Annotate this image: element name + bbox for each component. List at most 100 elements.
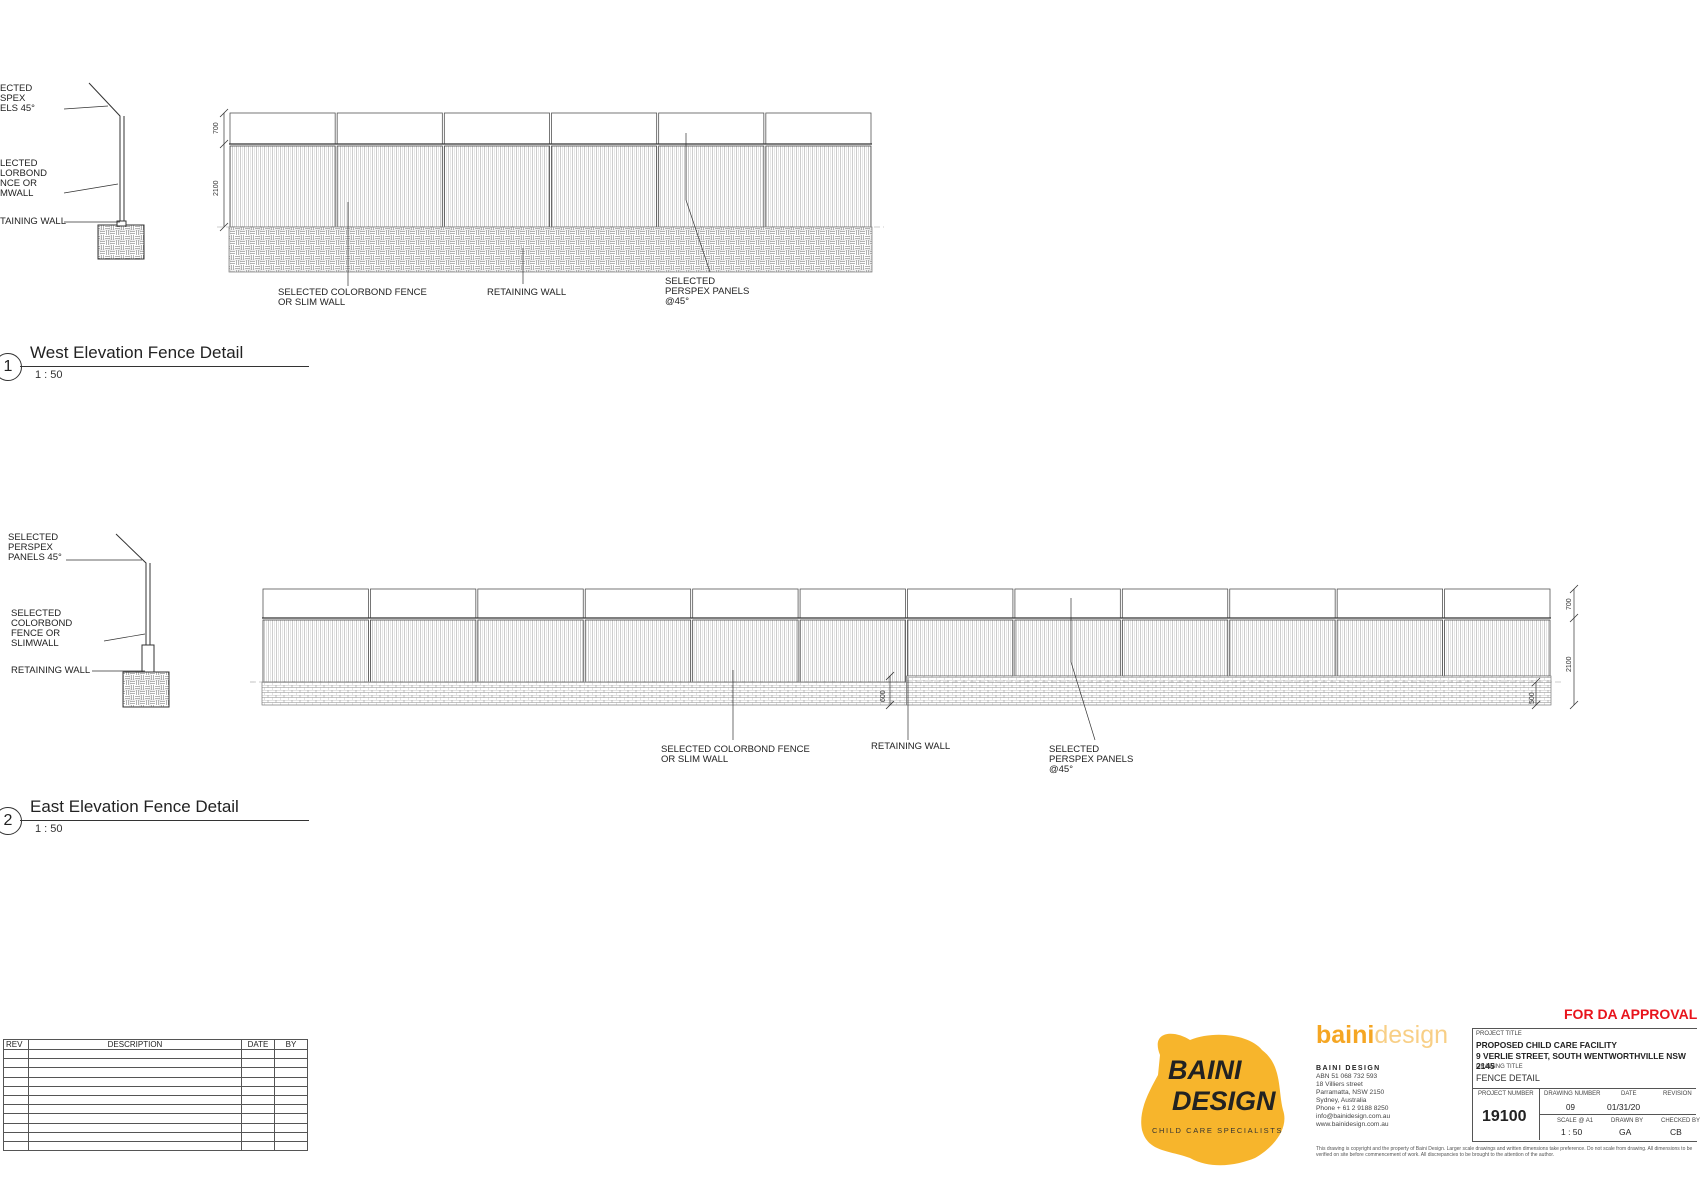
colorbond-panel bbox=[262, 619, 369, 683]
revision-row bbox=[3, 1085, 308, 1096]
revision-cell bbox=[3, 1131, 29, 1142]
dimension-tick bbox=[885, 700, 895, 710]
colorbond-panel bbox=[765, 145, 872, 228]
retaining-wall bbox=[261, 681, 907, 706]
revision-cell bbox=[274, 1122, 308, 1133]
dimension-tick bbox=[219, 108, 229, 118]
revision-cell bbox=[274, 1131, 308, 1142]
east-section-label-perspex: SELECTED PERSPEX PANELS 45° bbox=[8, 532, 62, 563]
revision-row bbox=[3, 1104, 308, 1115]
date-label: DATE bbox=[1621, 1091, 1637, 1097]
west-elev-label-colorbond: SELECTED COLORBOND FENCE OR SLIM WALL bbox=[278, 287, 427, 308]
rev-header-by: BY bbox=[274, 1039, 308, 1050]
brand-word-light: design bbox=[1374, 1021, 1449, 1049]
revision-cell bbox=[241, 1094, 275, 1106]
revision-row bbox=[3, 1122, 308, 1133]
brand-address: ABN 51 068 732 593 18 Villiers street Pa… bbox=[1316, 1073, 1390, 1129]
revision-cell bbox=[241, 1122, 275, 1133]
west-section-label-colorbond: LECTED LORBOND NCE OR MWALL bbox=[0, 158, 47, 199]
revision-row bbox=[3, 1094, 308, 1106]
revision-label: REVISION bbox=[1663, 1091, 1692, 1097]
revision-cell bbox=[241, 1131, 275, 1142]
west-elevation-drawing bbox=[217, 108, 884, 286]
perspex-panel bbox=[1014, 588, 1121, 619]
east-section-label-colorbond: SELECTED COLORBOND FENCE OR SLIMWALL bbox=[11, 608, 73, 649]
logo-tagline: CHILD CARE SPECIALISTS bbox=[1152, 1126, 1284, 1135]
colorbond-panel bbox=[907, 619, 1014, 677]
project-address: 9 VERLIE STREET, SOUTH WENTWORTHVILLE NS… bbox=[1476, 1051, 1686, 1071]
revision-cell bbox=[28, 1104, 242, 1115]
east-elev-label-colorbond: SELECTED COLORBOND FENCE OR SLIM WALL bbox=[661, 744, 810, 765]
copyright-footer-note: This drawing is copyright and the proper… bbox=[1316, 1146, 1693, 1158]
perspex-panel bbox=[229, 112, 336, 145]
revision-row bbox=[3, 1067, 308, 1078]
west-dim-top: 700 bbox=[213, 122, 220, 134]
dimension-tick bbox=[1531, 700, 1541, 710]
perspex-panel bbox=[477, 588, 584, 619]
address-line: ABN 51 068 732 593 bbox=[1316, 1073, 1378, 1080]
address-line: www.bainidesign.com.au bbox=[1316, 1121, 1389, 1128]
drawn-by-label: DRAWN BY bbox=[1611, 1118, 1644, 1124]
revision-cell bbox=[28, 1113, 242, 1124]
perspex-panel bbox=[370, 588, 477, 619]
logo-word-baini: BAINI bbox=[1168, 1055, 1242, 1085]
west-view-number: 1 bbox=[0, 353, 22, 381]
revision-cell bbox=[3, 1094, 29, 1106]
east-view-title-rule bbox=[20, 820, 309, 821]
west-elev-label-retaining: RETAINING WALL bbox=[487, 287, 567, 298]
checked-by-value: CB bbox=[1670, 1127, 1682, 1137]
drawing-number-label: DRAWING NUMBER bbox=[1544, 1091, 1601, 1097]
revision-cell bbox=[241, 1085, 275, 1096]
retaining-wall bbox=[228, 226, 873, 273]
scale-label: SCALE @ A1 bbox=[1557, 1118, 1594, 1124]
colorbond-panel bbox=[1336, 619, 1443, 677]
title-block-divider bbox=[1539, 1114, 1696, 1115]
perspex-panel bbox=[907, 588, 1014, 619]
colorbond-panel bbox=[336, 145, 443, 228]
revision-cell bbox=[241, 1140, 275, 1152]
colorbond-panel bbox=[799, 619, 906, 683]
scale-value: 1 : 50 bbox=[1561, 1127, 1583, 1137]
dimension-tick bbox=[885, 671, 895, 681]
colorbond-panel bbox=[584, 619, 692, 683]
revision-cell bbox=[28, 1058, 242, 1069]
perspex-panel bbox=[551, 112, 658, 145]
colorbond-panel bbox=[1229, 619, 1336, 677]
revision-cell bbox=[274, 1094, 308, 1106]
revision-cell bbox=[3, 1067, 29, 1078]
revision-cell bbox=[3, 1113, 29, 1124]
rev-header-date: DATE bbox=[241, 1039, 275, 1050]
east-elevation-drawing bbox=[250, 584, 1579, 741]
project-title-label: PROJECT TITLE bbox=[1476, 1031, 1522, 1037]
revision-cell bbox=[28, 1076, 242, 1087]
for-da-approval-stamp: FOR DA APPROVAL bbox=[1564, 1006, 1698, 1022]
revision-cell bbox=[28, 1122, 242, 1133]
revision-row bbox=[3, 1048, 308, 1060]
colorbond-panel bbox=[658, 145, 765, 228]
colorbond-panel bbox=[692, 619, 799, 683]
leader-line bbox=[1070, 598, 1096, 741]
project-number-label: PROJECT NUMBER bbox=[1478, 1091, 1534, 1097]
revision-cell bbox=[28, 1067, 242, 1078]
west-view-title-rule bbox=[20, 366, 309, 367]
rev-header-rev: REV bbox=[3, 1039, 29, 1050]
perspex-panel bbox=[1444, 588, 1551, 619]
revision-cell bbox=[274, 1113, 308, 1124]
colorbond-panel bbox=[443, 145, 550, 228]
dimension-tick bbox=[1569, 584, 1579, 594]
revision-cell bbox=[3, 1085, 29, 1096]
revision-cell bbox=[28, 1048, 242, 1060]
revision-cell bbox=[274, 1048, 308, 1060]
address-line: 18 Villiers street bbox=[1316, 1081, 1363, 1088]
perspex-panel bbox=[765, 112, 872, 145]
west-dim-mid: 2100 bbox=[213, 180, 220, 196]
west-section-detail bbox=[63, 82, 145, 260]
perspex-panel bbox=[262, 588, 369, 619]
revision-row bbox=[3, 1076, 308, 1087]
revision-row bbox=[3, 1058, 308, 1069]
perspex-panel bbox=[1229, 588, 1336, 619]
west-section-label-retaining: TAINING WALL bbox=[0, 216, 66, 227]
revision-table-body bbox=[3, 1048, 308, 1152]
drawing-title: FENCE DETAIL bbox=[1476, 1073, 1540, 1083]
